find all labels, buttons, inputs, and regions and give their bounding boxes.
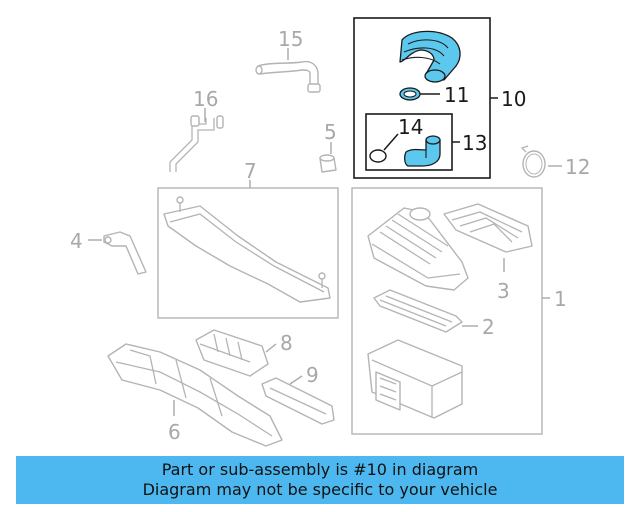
part-5-grommet: [319, 154, 337, 173]
callout-9: 9: [306, 363, 319, 387]
callout-3: 3: [497, 279, 510, 303]
callout-2: 2: [482, 315, 495, 339]
part-1-group-box: [351, 187, 543, 435]
part-10-air-intake-hose: [399, 30, 461, 83]
part-3-inlet-duct: [443, 203, 533, 253]
callout-7: 7: [244, 159, 257, 183]
callout-5: 5: [324, 120, 337, 144]
part-7-group-box: [157, 187, 339, 319]
callout-11: 11: [444, 83, 469, 107]
callout-16: 16: [193, 87, 218, 111]
part-9-duct-seal: [261, 377, 335, 425]
leader-8: [265, 343, 277, 353]
info-banner: Part or sub-assembly is #10 in diagram D…: [16, 456, 624, 504]
part-2-air-filter: [373, 289, 463, 333]
part-15-breather-hose: [255, 60, 321, 93]
callout-10: 10: [501, 87, 526, 111]
part-4-fitting: [103, 231, 147, 275]
callout-13: 13: [462, 131, 487, 155]
part-1-air-cleaner-cover: [367, 207, 469, 291]
part-1-air-cleaner-housing: [367, 339, 463, 419]
banner-line-1: Part or sub-assembly is #10 in diagram: [161, 460, 479, 479]
part-8-resonator: [195, 329, 269, 377]
part-12-hose-clamp: [520, 145, 546, 178]
callout-8: 8: [280, 331, 293, 355]
banner-line-2: Diagram may not be specific to your vehi…: [142, 480, 498, 499]
part-11-seal-ring: [399, 87, 421, 101]
callout-4: 4: [70, 229, 83, 253]
callout-15: 15: [278, 27, 303, 51]
part-16-vent-tube: [169, 115, 224, 172]
leader-14: [383, 133, 399, 151]
part-6-intake-duct: [107, 343, 283, 447]
leader-9: [289, 375, 303, 385]
callout-6: 6: [168, 420, 181, 444]
callout-14: 14: [398, 115, 423, 139]
part-7-engine-cover: [163, 196, 331, 303]
part-14-o-ring: [369, 149, 387, 163]
callout-12: 12: [565, 155, 590, 179]
callout-1: 1: [554, 287, 567, 311]
part-13-elbow-hose: [404, 135, 441, 167]
